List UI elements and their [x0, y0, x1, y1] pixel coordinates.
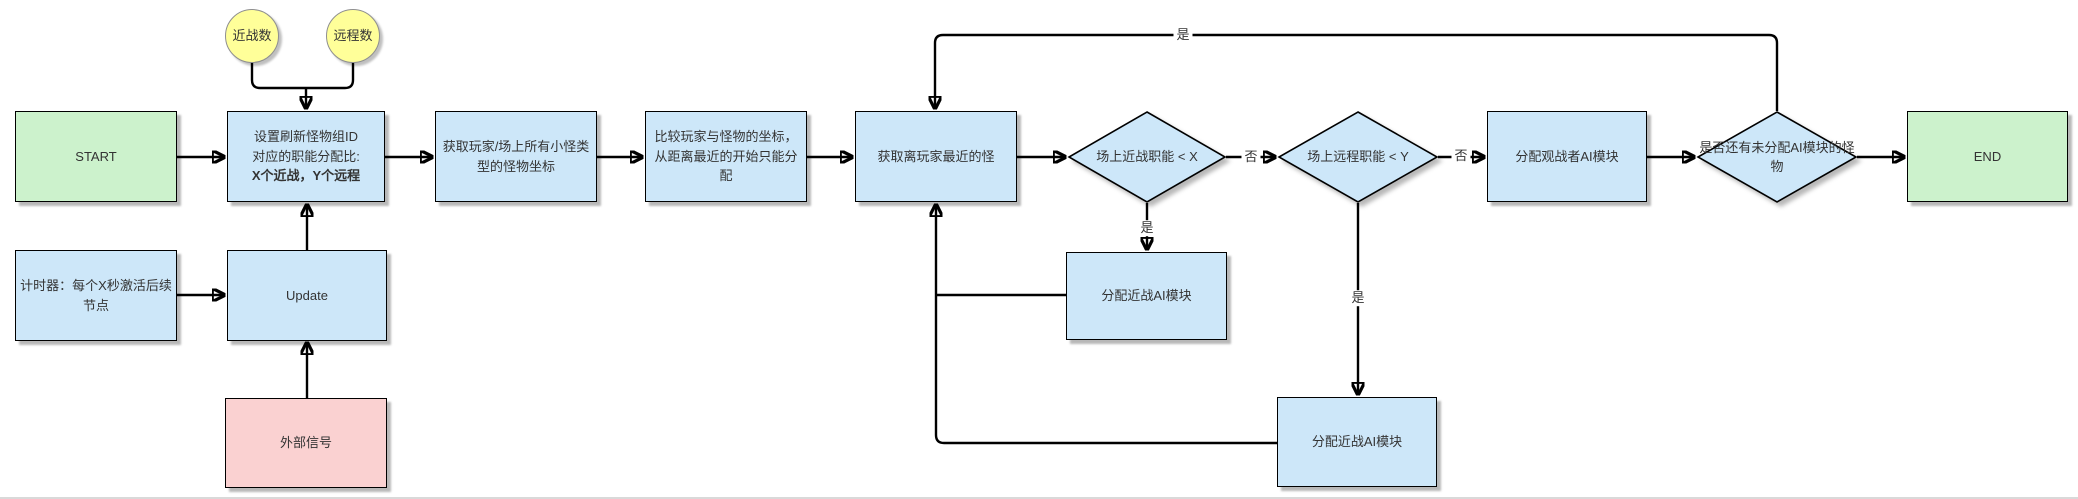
setup-line-1: 设置刷新怪物组ID [253, 129, 358, 145]
setup-line-3: X个近战，Y个远程 [251, 168, 361, 184]
edge-label-check-melee-no: 否 [1241, 149, 1261, 165]
node-label: END [1973, 148, 2002, 164]
node-label: 是否还有未分配AI模块的怪物 [1699, 139, 1855, 175]
node-label: 场上近战职能 < X [1096, 149, 1198, 165]
edge-assignmeleeb-nearest [936, 204, 1277, 445]
node-label: 获取玩家/场上所有小怪类型的怪物坐标 [442, 139, 590, 174]
setup-line-2: 对应的职能分配比: [252, 148, 360, 164]
diamond-shape [1067, 111, 1227, 203]
node-check-melee[interactable]: 场上近战职能 < X [1067, 111, 1227, 203]
edge-checkremaining-yes-loop [935, 33, 1779, 111]
diamond-shape [1696, 111, 1858, 203]
node-nearest[interactable]: 获取离玩家最近的怪 [855, 111, 1017, 202]
edge-label-check-ranged-no: 否 [1451, 148, 1471, 164]
node-setup[interactable]: 设置刷新怪物组ID 对应的职能分配比: X个近战，Y个远程 [227, 111, 385, 202]
node-update[interactable]: Update [227, 250, 387, 341]
node-label: 设置刷新怪物组ID 对应的职能分配比: X个近战，Y个远程 [252, 127, 360, 186]
node-external-signal[interactable]: 外部信号 [225, 398, 387, 488]
node-melee-count[interactable]: 近战数 [225, 9, 279, 63]
edge-label-check-remaining-yes: 是 [1173, 27, 1193, 43]
node-label: 远程数 [333, 28, 373, 44]
node-label: Update [286, 287, 328, 303]
page-bottom-edge [0, 497, 2078, 499]
node-timer[interactable]: 计时器：每个X秒激活后续节点 [15, 250, 177, 341]
node-label: START [75, 148, 117, 164]
node-label: 外部信号 [279, 435, 332, 451]
node-assign-melee-b[interactable]: 分配近战AI模块 [1277, 397, 1437, 487]
node-check-remaining[interactable]: 是否还有未分配AI模块的怪物 [1696, 111, 1858, 203]
node-ranged-count[interactable]: 远程数 [326, 9, 380, 63]
node-label: 获取离玩家最近的怪 [877, 148, 995, 164]
node-label: 计时器：每个X秒激活后续节点 [20, 278, 172, 313]
node-label: 近战数 [232, 28, 272, 44]
node-label: 分配观战者AI模块 [1515, 148, 1619, 164]
edge-label-check-ranged-yes: 是 [1348, 290, 1368, 306]
node-compare[interactable]: 比较玩家与怪物的坐标，从距离最近的开始只能分配 [645, 111, 807, 202]
edge-inputs-bracket [250, 63, 355, 90]
node-label: 分配近战AI模块 [1311, 434, 1403, 450]
node-get-coords[interactable]: 获取玩家/场上所有小怪类型的怪物坐标 [435, 111, 597, 202]
node-assign-melee-a[interactable]: 分配近战AI模块 [1066, 252, 1227, 340]
node-assign-spectator[interactable]: 分配观战者AI模块 [1487, 111, 1647, 202]
node-label: 比较玩家与怪物的坐标，从距离最近的开始只能分配 [654, 129, 798, 184]
node-check-ranged[interactable]: 场上远程职能 < Y [1277, 111, 1439, 203]
node-start[interactable]: START [15, 111, 177, 202]
edge-label-check-melee-yes: 是 [1137, 220, 1157, 236]
diamond-shape [1277, 111, 1439, 203]
node-label: 场上远程职能 < Y [1307, 149, 1409, 165]
node-label: 分配近战AI模块 [1101, 288, 1192, 304]
node-end[interactable]: END [1907, 111, 2068, 202]
